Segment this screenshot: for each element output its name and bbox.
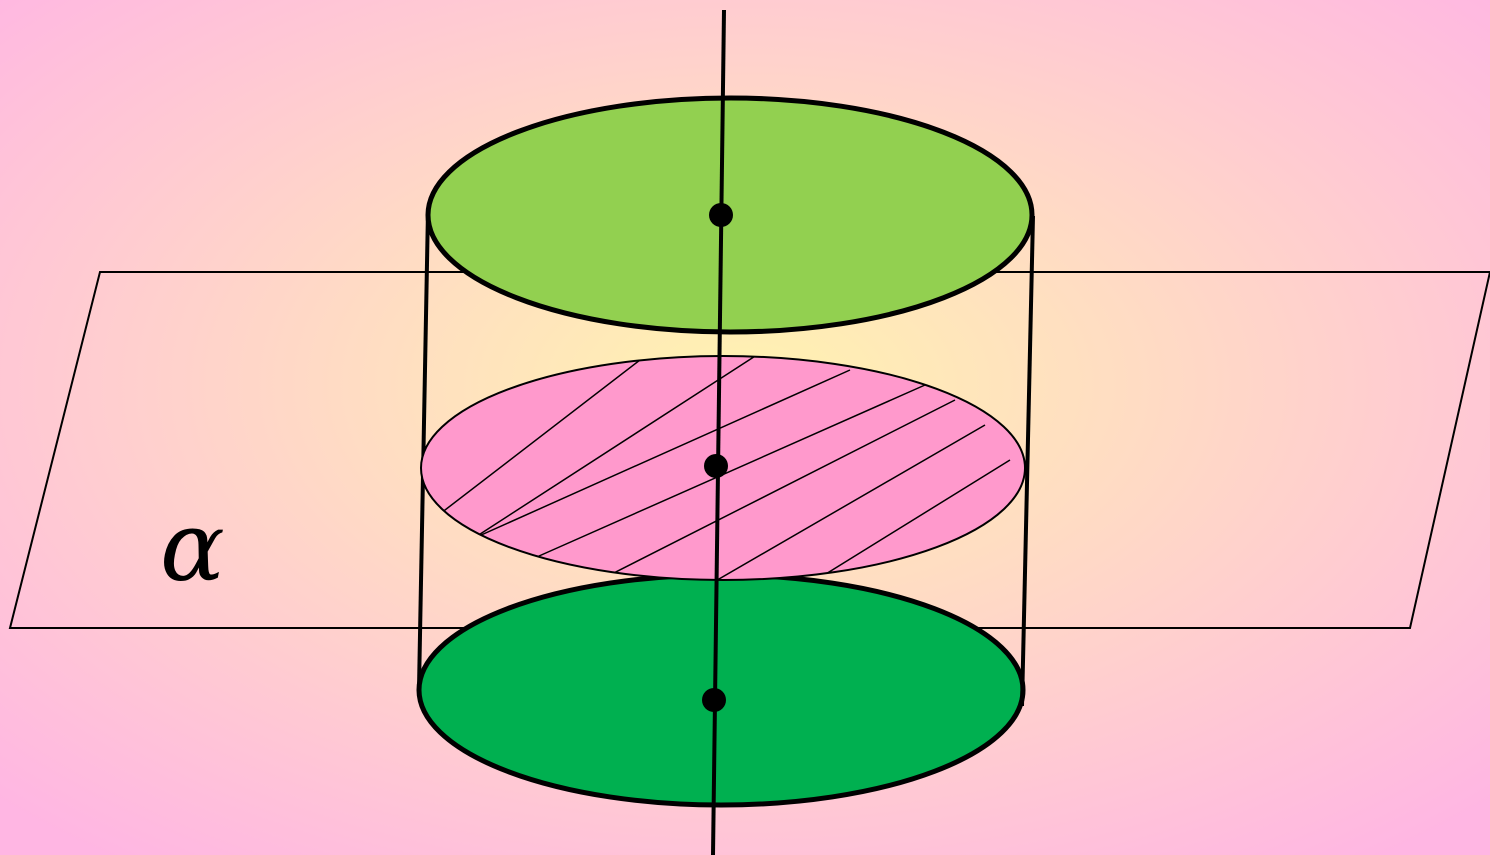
cross-section-hatching [421, 356, 1011, 580]
top-base-center-point [709, 203, 733, 227]
cutting-plane [8, 271, 1490, 629]
plane-label: α [160, 491, 225, 603]
section-center-point [704, 454, 728, 478]
cylinder-axis [711, 9, 726, 855]
left-generator-line [417, 209, 430, 689]
right-generator-line [1020, 215, 1035, 707]
bottom-base-center-point [702, 688, 726, 712]
bottom-base [416, 572, 1026, 808]
